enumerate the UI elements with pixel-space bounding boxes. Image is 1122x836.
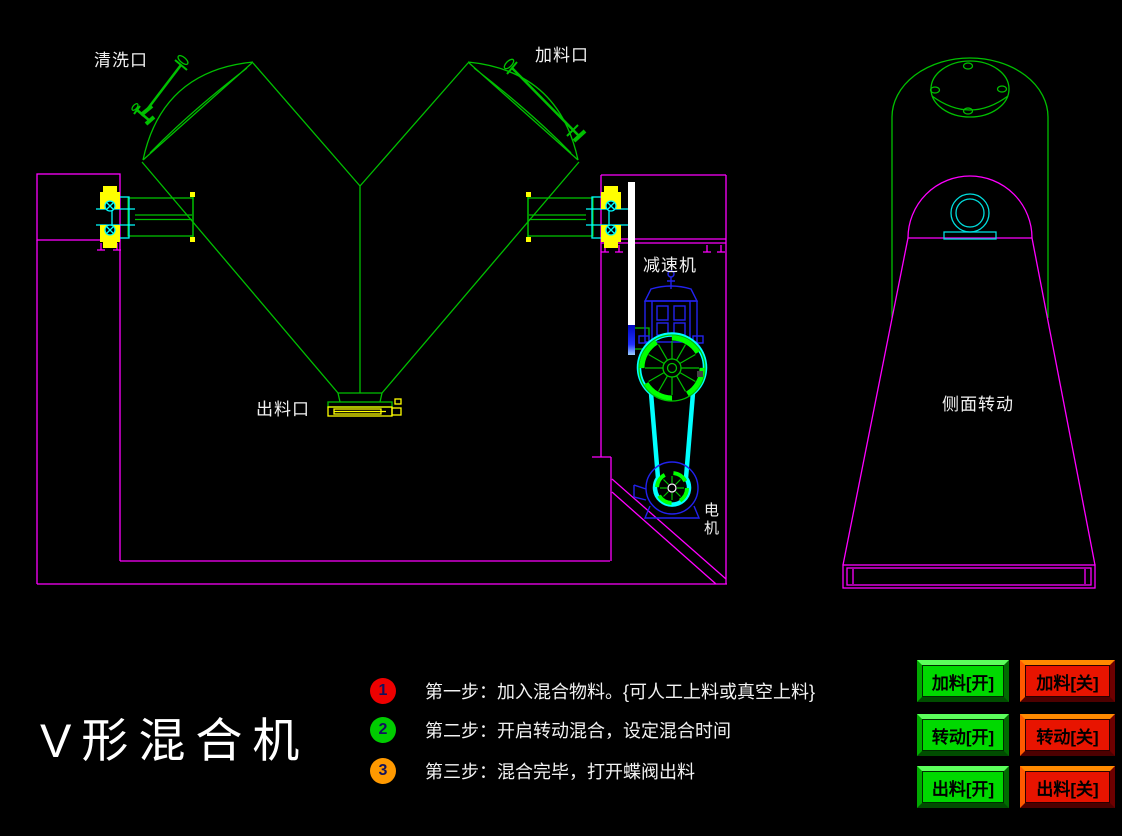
step-text-1: 第一步：加入混合物料。{可人工上料或真空上料} [425, 682, 816, 702]
rotate-off-button[interactable]: 转动[关] [1020, 714, 1115, 756]
step-badge-3: 3 [370, 758, 396, 784]
page-title: V形混合机 [40, 714, 310, 767]
reducer [638, 270, 704, 344]
drive-pulley [638, 334, 706, 402]
step-text-3: 第三步：混合完毕，打开蝶阀出料 [425, 762, 695, 782]
step-row-1: 1 第一步：加入混合物料。{可人工上料或真空上料} [370, 678, 815, 704]
side-bearing [943, 193, 997, 240]
discharge-on-button[interactable]: 出料[开] [917, 766, 1009, 808]
feed-on-button[interactable]: 加料[开] [917, 660, 1009, 702]
discharge-port-label: 出料口 [256, 400, 310, 419]
right-bearing-block [526, 186, 621, 248]
side-stand [842, 175, 1096, 589]
side-vessel [891, 57, 1049, 318]
feed-port-label: 加料口 [535, 46, 589, 65]
step-badge-1: 1 [370, 678, 396, 704]
machine-drawing [36, 54, 1096, 589]
v-vessel [131, 54, 587, 408]
butterfly-valve [327, 398, 402, 417]
left-bearing-block [100, 186, 195, 248]
side-view [842, 57, 1096, 589]
motor [633, 461, 701, 519]
discharge-off-button[interactable]: 出料[关] [1020, 766, 1115, 808]
bearing-assemblies [96, 186, 634, 248]
motor-label: 电机 [702, 502, 719, 538]
step-row-2: 2 第二步：开启转动混合，设定混合时间 [370, 717, 731, 743]
clean-port-label: 清洗口 [94, 51, 148, 70]
step-badge-2: 2 [370, 717, 396, 743]
step-row-3: 3 第三步：混合完毕，打开蝶阀出料 [370, 758, 695, 784]
side-rotation-label: 侧面转动 [942, 395, 1014, 414]
feed-off-button[interactable]: 加料[关] [1020, 660, 1115, 702]
step-text-2: 第二步：开启转动混合，设定混合时间 [425, 721, 731, 741]
reducer-label: 减速机 [643, 256, 697, 275]
rotate-on-button[interactable]: 转动[开] [917, 714, 1009, 756]
